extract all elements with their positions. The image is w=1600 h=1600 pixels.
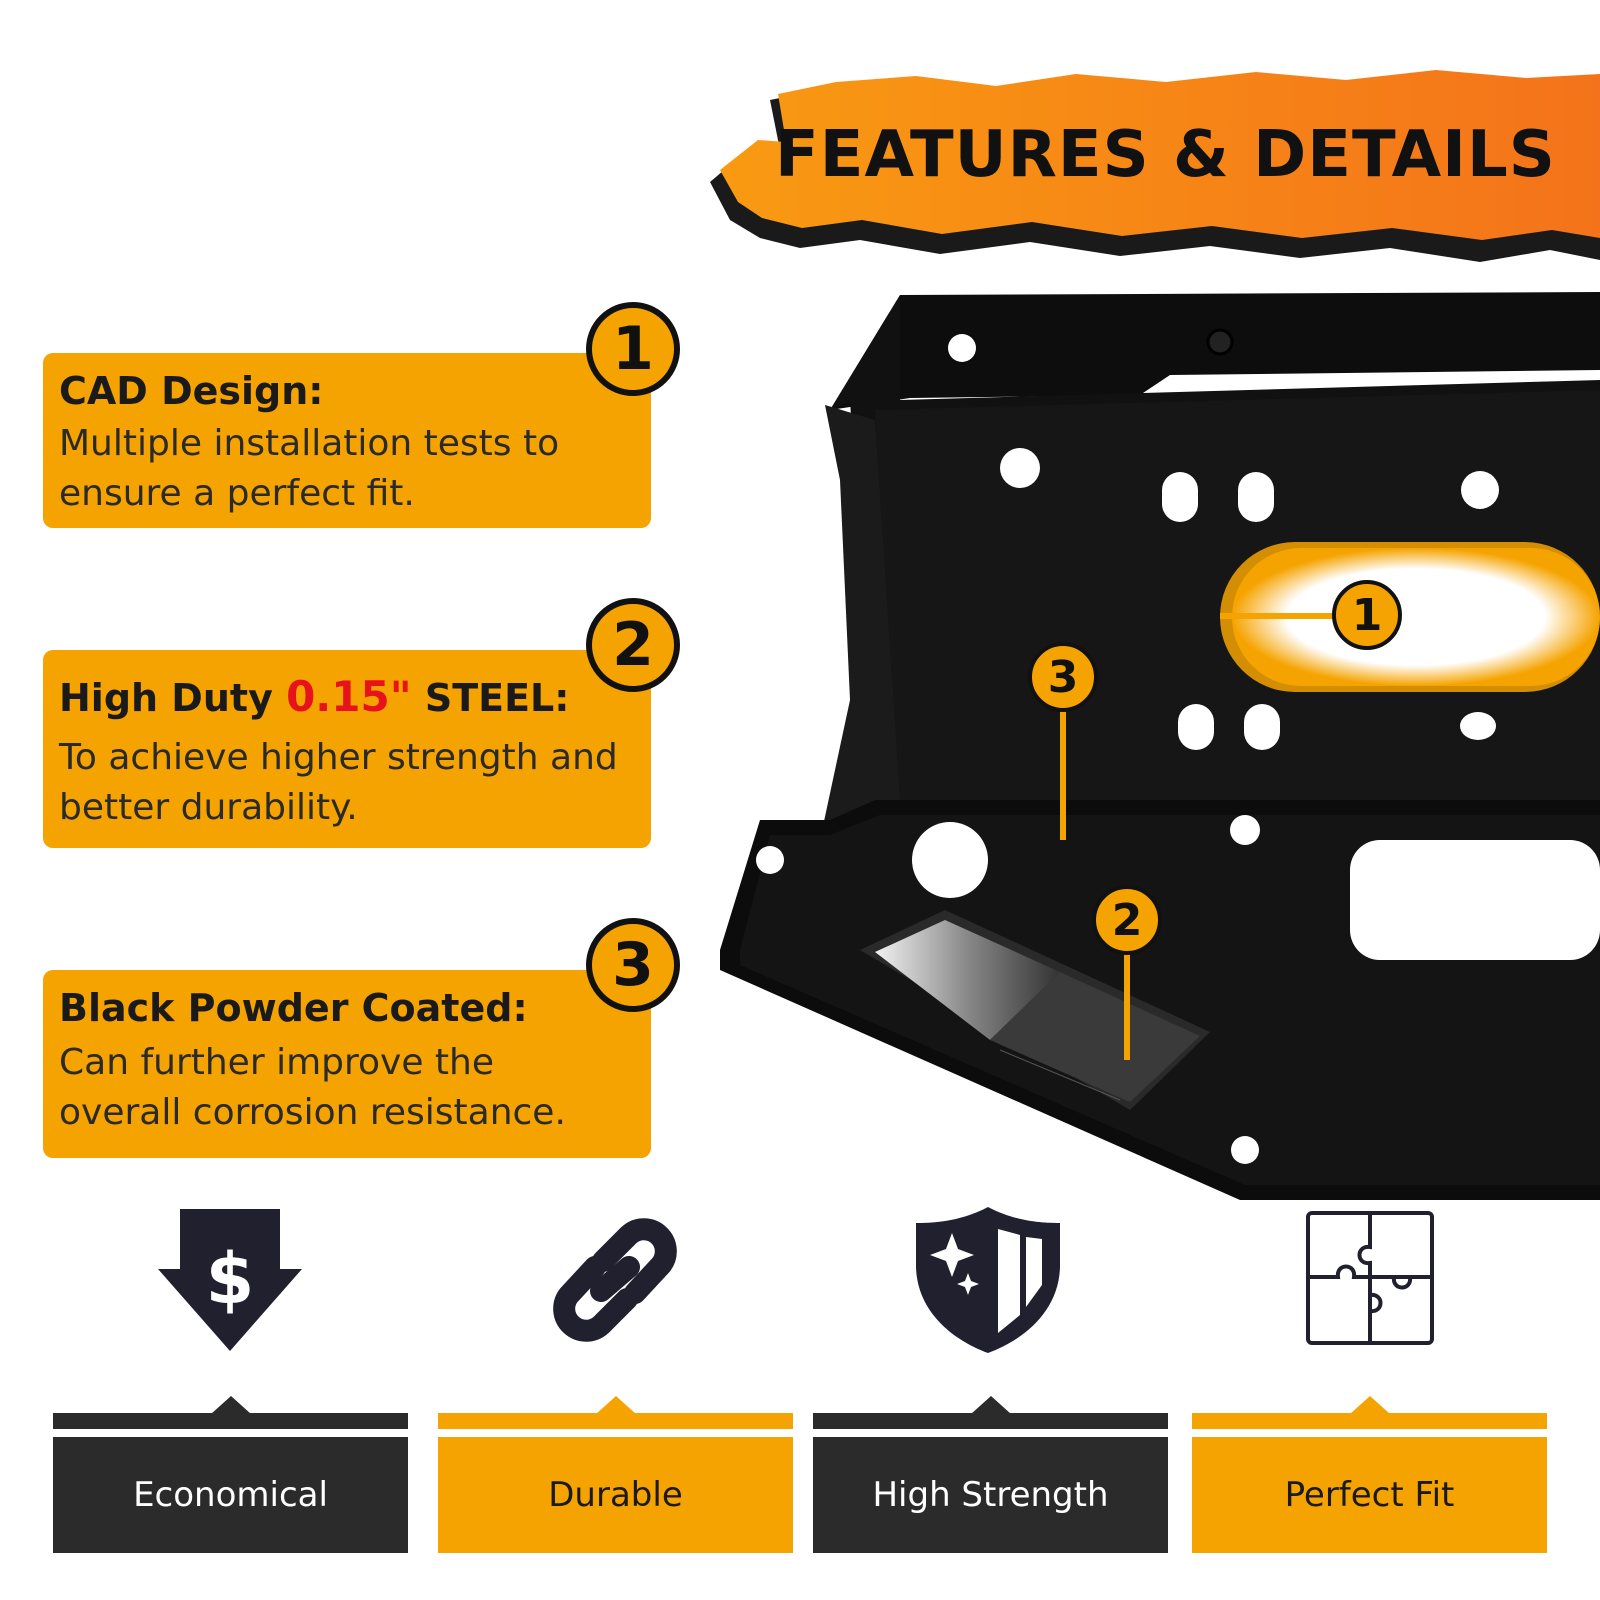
banner-title: FEATURES & DETAILS — [775, 118, 1556, 192]
mount-plate-drawing — [720, 292, 1600, 1200]
feature-desc-line: Multiple installation tests to — [59, 423, 560, 464]
feature-number-badge: 3 — [586, 918, 680, 1012]
benefit-bar — [53, 1413, 408, 1429]
feature-title: CAD Design: — [59, 369, 324, 413]
feature-title-pre: High Duty — [59, 676, 273, 720]
torn-paper-banner-shape — [710, 70, 1600, 262]
feature-title: Black Powder Coated: — [59, 986, 528, 1030]
svg-text:$: $ — [206, 1238, 255, 1320]
winch-mount-plate-image: 1 2 3 — [700, 280, 1600, 1230]
benefit-notch — [1350, 1396, 1390, 1414]
benefit-notch — [211, 1396, 251, 1414]
feature-title: High Duty 0.15" STEEL: — [59, 672, 635, 721]
benefit-notch — [596, 1396, 636, 1414]
shield-icon — [908, 1205, 1068, 1355]
benefit-bar — [813, 1413, 1168, 1429]
feature-title-post: STEEL: — [424, 676, 570, 720]
benefit-label-perfect-fit: Perfect Fit — [1192, 1437, 1547, 1553]
feature-desc-line: To achieve higher strength and — [59, 737, 618, 778]
feature-desc-line: overall corrosion resistance. — [59, 1092, 566, 1133]
benefit-label-high-strength: High Strength — [813, 1437, 1168, 1553]
feature-card-powder-coated: Black Powder Coated: Can further improve… — [43, 970, 651, 1158]
feature-card-steel: High Duty 0.15" STEEL: To achieve higher… — [43, 650, 651, 848]
feature-desc-line: better durability. — [59, 787, 358, 828]
feature-number-badge: 2 — [586, 598, 680, 692]
chain-link-icon — [535, 1205, 695, 1355]
benefit-notch — [971, 1396, 1011, 1414]
callout-marker: 2 — [1092, 885, 1162, 955]
feature-card-cad-design: CAD Design: Multiple installation tests … — [43, 353, 651, 528]
benefit-bar — [1192, 1413, 1547, 1429]
feature-desc-line: ensure a perfect fit. — [59, 473, 415, 514]
feature-title-highlight: 0.15" — [286, 672, 412, 721]
benefit-label-economical: Economical — [53, 1437, 408, 1553]
feature-desc-line: Can further improve the — [59, 1042, 495, 1083]
benefit-bar — [438, 1413, 793, 1429]
feature-number-badge: 1 — [586, 302, 680, 396]
features-banner: FEATURES & DETAILS — [690, 70, 1600, 270]
dollar-down-arrow-icon: $ — [150, 1205, 310, 1355]
puzzle-icon — [1290, 1205, 1450, 1355]
callout-marker: 3 — [1028, 642, 1098, 712]
callout-marker: 1 — [1332, 580, 1402, 650]
benefit-label-durable: Durable — [438, 1437, 793, 1553]
